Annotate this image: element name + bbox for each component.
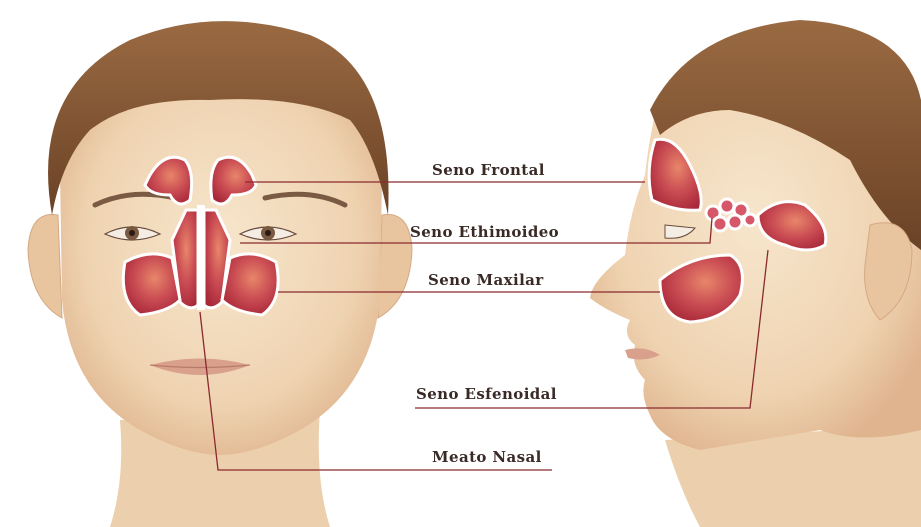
front-right-ear [378, 214, 412, 318]
label-sphenoid-sinus: Seno Esfenoidal [416, 385, 557, 403]
label-nasal-meatus: Meato Nasal [432, 448, 542, 466]
front-face [28, 21, 412, 527]
labels: Seno Frontal Seno Ethimoideo Seno Maxila… [410, 161, 559, 466]
side-face [590, 20, 921, 527]
front-nasal-septum [197, 205, 205, 310]
label-maxillary-sinus: Seno Maxilar [428, 271, 544, 289]
label-frontal-sinus: Seno Frontal [432, 161, 545, 179]
front-maxillary-sinus-left [123, 254, 180, 315]
label-ethmoid-sinus: Seno Ethimoideo [410, 223, 559, 241]
front-maxillary-sinus-right [222, 254, 278, 315]
front-left-ear [28, 214, 62, 318]
